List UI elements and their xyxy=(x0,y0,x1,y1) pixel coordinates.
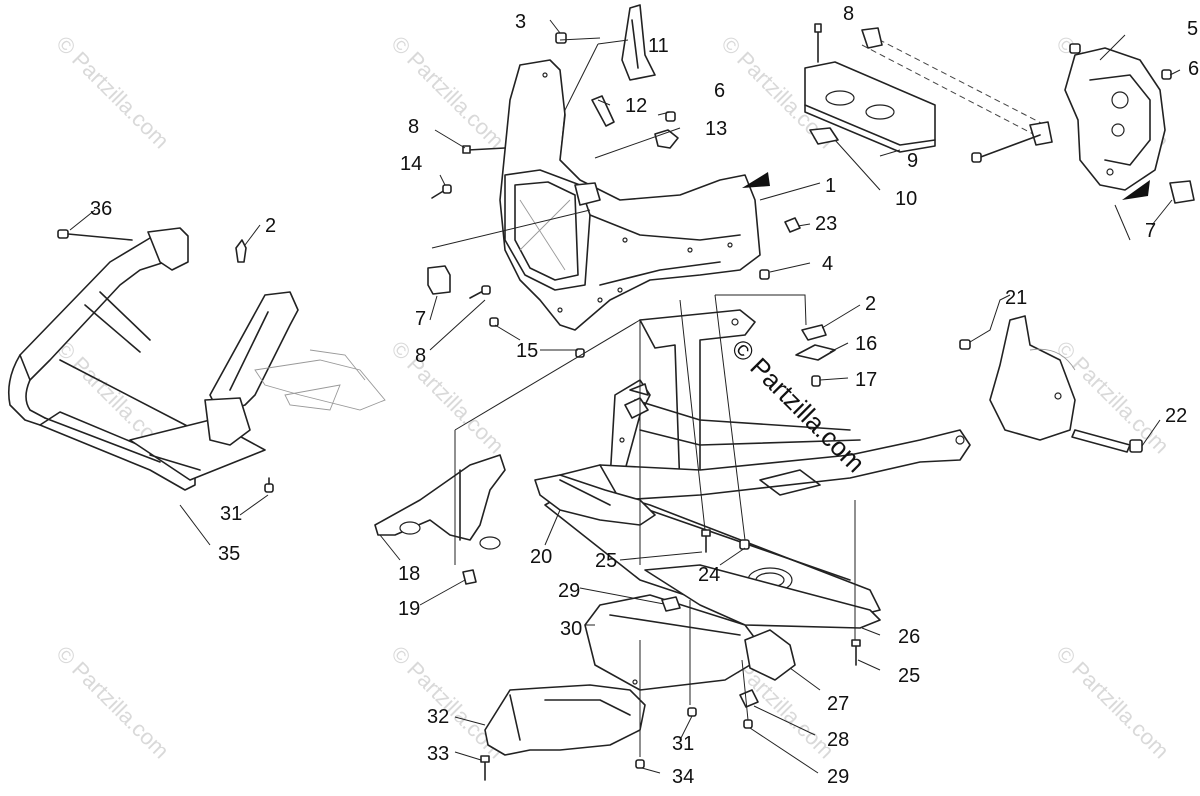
leader-lines xyxy=(69,19,1181,774)
part-5-bracket xyxy=(971,43,1195,241)
callout-11: 11 xyxy=(648,35,669,57)
callout-4: 4 xyxy=(822,253,833,275)
callout-8: 8 xyxy=(415,345,426,367)
part-22-bolt xyxy=(1071,429,1143,453)
part-19-bushing xyxy=(462,569,477,585)
part-4-bolt xyxy=(759,269,770,280)
part-12-strip xyxy=(591,95,615,127)
callout-23: 23 xyxy=(815,213,837,235)
part-16-spacer xyxy=(795,344,836,361)
watermark-text: © Partzilla.com xyxy=(51,31,174,154)
part-30-skid xyxy=(584,594,761,691)
callout-2: 2 xyxy=(865,293,876,315)
callout-1: 1 xyxy=(825,175,836,197)
callout-30: 30 xyxy=(560,618,582,640)
part-33-bolt xyxy=(480,755,490,781)
part-27-plate xyxy=(744,629,796,681)
screw-31-left xyxy=(264,477,274,493)
callout-5: 5 xyxy=(1187,18,1198,40)
part-24-bolt xyxy=(739,539,750,550)
callout-7: 7 xyxy=(415,308,426,330)
part-11-bracket xyxy=(621,4,656,81)
part-14-rivet xyxy=(431,184,452,199)
callout-8: 8 xyxy=(843,3,854,25)
part-26-plate xyxy=(644,564,881,629)
callout-34: 34 xyxy=(672,766,694,788)
callout-18: 18 xyxy=(398,563,420,585)
callout-26: 26 xyxy=(898,626,920,648)
watermark-text: © Partzilla.com xyxy=(386,31,509,154)
callout-31: 31 xyxy=(220,503,242,525)
callout-10: 10 xyxy=(895,188,917,210)
callout-28: 28 xyxy=(827,729,849,751)
callout-22: 22 xyxy=(1165,405,1187,427)
part-18-arm xyxy=(374,454,506,550)
callout-13: 13 xyxy=(705,118,727,140)
callout-14: 14 xyxy=(400,153,422,175)
direction-arrow-1 xyxy=(742,172,770,188)
part-32-guard xyxy=(484,684,646,756)
callout-32: 32 xyxy=(427,706,449,728)
part-6-bolt xyxy=(665,111,676,122)
assembly-line-top-2 xyxy=(861,44,1036,136)
assembly-line-top xyxy=(869,34,1046,126)
callout-15: 15 xyxy=(516,340,538,362)
part-20-bracket xyxy=(534,474,656,526)
part-23-nut xyxy=(784,217,801,233)
part-28-clip xyxy=(739,689,759,708)
callout-31: 31 xyxy=(672,733,694,755)
front-bumper-assembly xyxy=(7,227,386,491)
callout-labels: 3 11 12 6 13 8 14 8 9 10 1 23 4 5 6 7 36… xyxy=(90,3,1199,788)
callout-7: 7 xyxy=(1145,220,1156,242)
callout-21: 21 xyxy=(1005,287,1027,309)
callout-9: 9 xyxy=(907,150,918,172)
callout-19: 19 xyxy=(398,598,420,620)
callout-25: 25 xyxy=(898,665,920,687)
clip-2-left xyxy=(235,239,247,263)
part-8-pin-bottom xyxy=(469,285,491,299)
part-34-screw xyxy=(635,759,645,769)
callout-29: 29 xyxy=(558,580,580,602)
part-8-pin-left xyxy=(462,145,506,154)
callout-33: 33 xyxy=(427,743,449,765)
callout-29: 29 xyxy=(827,766,849,788)
callout-27: 27 xyxy=(827,693,849,715)
part-3-bolt xyxy=(555,32,567,44)
bolt-36 xyxy=(57,229,133,241)
callout-35: 35 xyxy=(218,543,240,565)
part-25-fastener-lower xyxy=(851,639,861,666)
part-25-fastener xyxy=(701,529,711,553)
callout-36: 36 xyxy=(90,198,112,220)
callout-25: 25 xyxy=(595,550,617,572)
callout-2: 2 xyxy=(265,215,276,237)
watermark-text: © Partzilla.com xyxy=(51,641,174,764)
callout-17: 17 xyxy=(855,369,877,391)
callout-12: 12 xyxy=(625,95,647,117)
callout-24: 24 xyxy=(698,564,720,586)
callout-3: 3 xyxy=(515,11,526,33)
part-top-mount xyxy=(861,27,1053,146)
callout-6: 6 xyxy=(714,80,725,102)
part-2-clip-right xyxy=(801,324,827,341)
part-31-screw-lower xyxy=(687,707,697,717)
callout-6: 6 xyxy=(1188,58,1199,80)
part-17-bolt xyxy=(811,375,821,387)
front-frame-nose xyxy=(499,59,761,331)
callout-8: 8 xyxy=(408,116,419,138)
callout-20: 20 xyxy=(530,546,552,568)
part-9-plate xyxy=(804,61,936,153)
part-29-screw-lower xyxy=(743,719,753,729)
watermark-text: © Partzilla.com xyxy=(386,336,509,459)
part-21-bracket xyxy=(959,315,1076,441)
part-29-clip xyxy=(661,596,681,612)
part-7-spacer-left xyxy=(427,265,451,295)
part-8-pin-top xyxy=(814,23,822,63)
watermark-text: © Partzilla.com xyxy=(1051,641,1174,764)
callout-16: 16 xyxy=(855,333,877,355)
